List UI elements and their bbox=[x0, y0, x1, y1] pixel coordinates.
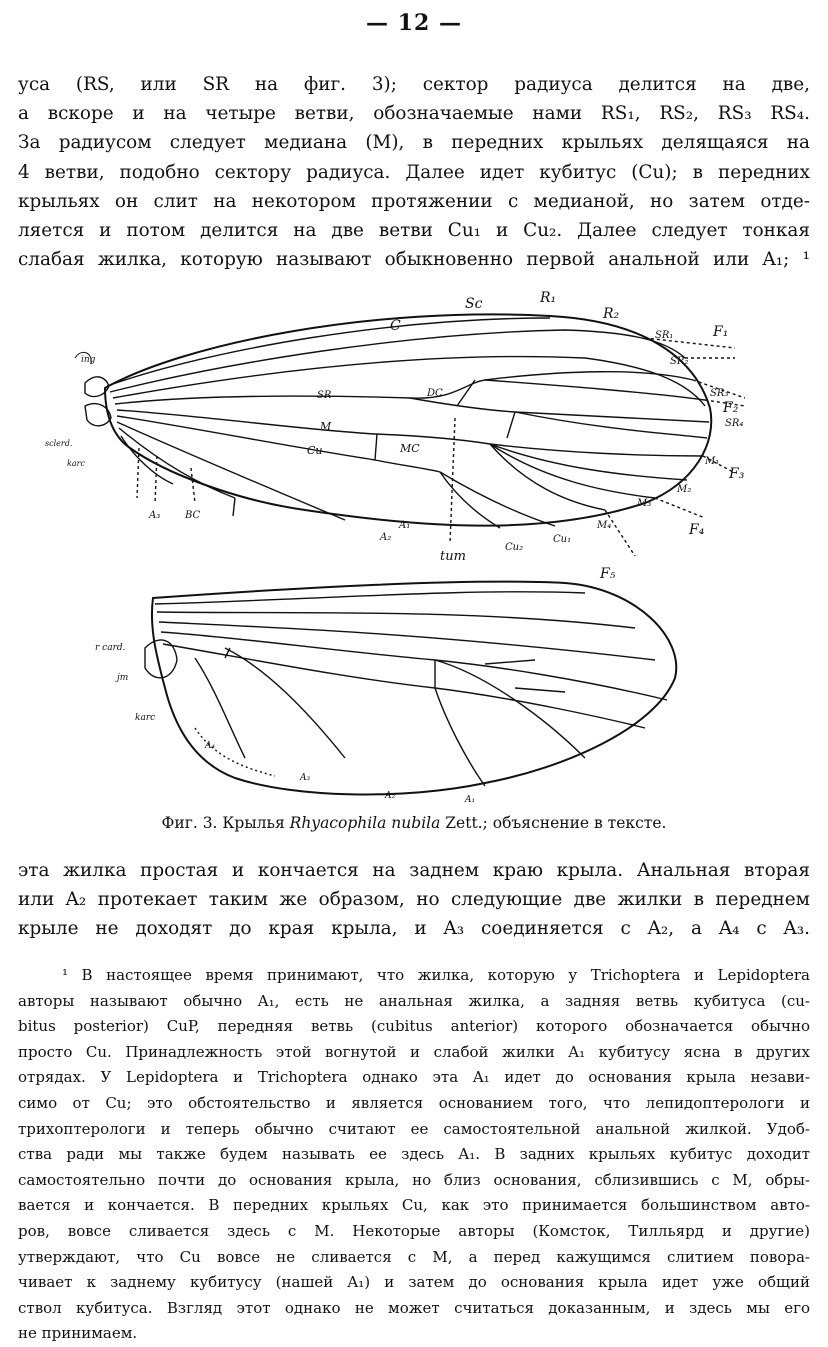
label-r2: R₂ bbox=[602, 306, 620, 322]
footnote-line: самостоятельно почти до основания крыла,… bbox=[18, 1170, 810, 1189]
footnote-line: ¹ В настоящее время принимают, что жилка… bbox=[62, 966, 810, 984]
footnote-line: утверждают, что Cu вовсе не сливается с … bbox=[18, 1247, 810, 1266]
label-f4: F₄ bbox=[688, 522, 705, 538]
label-cu: Cu bbox=[307, 444, 323, 457]
label-f5: F₅ bbox=[599, 566, 616, 582]
footnote-line: ствол кубитуса. Взгляд этот однако не мо… bbox=[18, 1298, 810, 1317]
text-line: 4 ветви, подобно сектору радиуса. Далее … bbox=[18, 161, 810, 183]
caption-suffix: Zett.; объяснение в тексте. bbox=[440, 814, 667, 832]
text-line: крыле не доходят до края крыла, и A₃ сое… bbox=[18, 918, 810, 940]
label-f1: F₁ bbox=[712, 324, 728, 340]
footnote-line: симо от Cu; это обстоятельство и являетс… bbox=[18, 1093, 810, 1112]
label-m: M bbox=[319, 420, 332, 433]
label-m4: M₄ bbox=[596, 520, 611, 531]
footnote-line: ства ради мы также будем называть ее зде… bbox=[18, 1145, 810, 1164]
fore-wing-drawing bbox=[74, 313, 745, 557]
label-m1: M₁ bbox=[704, 456, 719, 467]
text-line: слабая жилка, которую называют обыкновен… bbox=[18, 249, 810, 271]
footnote-line: отрядах. У Lepidoptera и Trichoptera одн… bbox=[18, 1068, 810, 1087]
label-sc: Sc bbox=[465, 296, 483, 312]
label-f3: F₃ bbox=[728, 466, 745, 482]
label-m2: M₂ bbox=[676, 484, 691, 495]
label-m3: M₃ bbox=[636, 498, 651, 509]
label-jm: jm bbox=[115, 673, 128, 683]
label-sr2: SR₂ bbox=[670, 356, 688, 367]
paragraph-1: уса (RS, или SR на фиг. 3); сектор радиу… bbox=[18, 70, 810, 274]
footnote-line: чивает к заднему кубитусу (нашей A₁) и з… bbox=[18, 1273, 810, 1292]
footnote: ¹ В настоящее время принимают, что жилка… bbox=[18, 963, 810, 1347]
label-sr1: SR₁ bbox=[655, 330, 673, 341]
hind-wing-drawing bbox=[144, 580, 678, 796]
label-r-card: r card. bbox=[95, 643, 126, 653]
page-number: — 12 — bbox=[366, 10, 462, 36]
text-line: эта жилка простая и кончается на заднем … bbox=[18, 860, 810, 881]
footnote-line: не принимаем. bbox=[18, 1324, 138, 1343]
label-mc: MC bbox=[399, 442, 420, 455]
label-sr4: SR₄ bbox=[725, 418, 743, 429]
label-a3: A₃ bbox=[148, 510, 160, 521]
label-karc: karc bbox=[67, 459, 85, 468]
footnote-line: трихоптерологи и теперь обычно считают е… bbox=[18, 1119, 810, 1138]
paragraph-2: эта жилка простая и кончается на заднем … bbox=[18, 856, 810, 944]
label-cu1: Cu₁ bbox=[553, 534, 571, 545]
label-a3-hind: A₃ bbox=[299, 773, 310, 783]
label-c: C bbox=[390, 318, 401, 334]
label-bc: BC bbox=[184, 510, 201, 521]
footnote-line: просто Cu. Принадлежность этой вогнутой … bbox=[18, 1042, 810, 1061]
text-line: уса (RS, или SR на фиг. 3); сектор радиу… bbox=[18, 74, 810, 95]
text-line: или A₂ протекает таким же образом, но сл… bbox=[18, 889, 810, 911]
footnote-line: ров, вовсе сливается здесь с M. Некоторы… bbox=[18, 1221, 810, 1240]
fore-wing-labels: Sc R₁ R₂ C SR₁ SR₂ SR₃ SR₄ F₁ F₂ F₃ F₄ F… bbox=[45, 290, 745, 582]
figure-caption: Фиг. 3. Крылья Rhyacophila nubila Zett.;… bbox=[0, 814, 828, 832]
label-f2: F₂ bbox=[722, 400, 739, 416]
wing-figure: Sc R₁ R₂ C SR₁ SR₂ SR₃ SR₄ F₁ F₂ F₃ F₄ F… bbox=[45, 290, 745, 805]
text-line: За радиусом следует медиана (М), в перед… bbox=[18, 132, 810, 154]
label-a1: A₁ bbox=[398, 520, 410, 531]
text-line: крыльях он слит на некотором протяжении … bbox=[18, 190, 810, 212]
caption-species: Rhyacophila nubila bbox=[289, 814, 441, 832]
label-sr: SR bbox=[317, 390, 332, 401]
text-line: а вскоре и на четыре ветви, обозначаемые… bbox=[18, 103, 810, 125]
hind-wing-labels: r card. jm karc A₄ A₃ A₂ A₁ bbox=[95, 643, 475, 805]
label-tum: tum bbox=[440, 549, 466, 564]
label-a2-hind: A₂ bbox=[384, 791, 395, 801]
label-dc: DC bbox=[426, 388, 443, 399]
label-karc-hind: karc bbox=[135, 713, 155, 723]
footnote-line: авторы называют обычно A₁, есть не аналь… bbox=[18, 991, 810, 1010]
footnote-line: вается и кончается. В передних крыльях C… bbox=[18, 1196, 810, 1215]
label-a4: A₄ bbox=[204, 741, 215, 751]
label-sr3: SR₃ bbox=[710, 388, 728, 399]
caption-prefix: Фиг. 3. Крылья bbox=[161, 814, 290, 832]
label-a1-hind: A₁ bbox=[464, 795, 475, 805]
label-sclerd: sclerd. bbox=[45, 439, 72, 448]
label-a2: A₂ bbox=[379, 532, 391, 543]
label-ing: ing bbox=[81, 355, 96, 365]
footnote-line: bitus posterior) CuP, передняя ветвь (cu… bbox=[18, 1017, 810, 1036]
label-cu2: Cu₂ bbox=[505, 542, 523, 553]
text-line: ляется и потом делится на две ветви Cu₁ … bbox=[18, 220, 810, 242]
label-r1: R₁ bbox=[539, 290, 556, 306]
